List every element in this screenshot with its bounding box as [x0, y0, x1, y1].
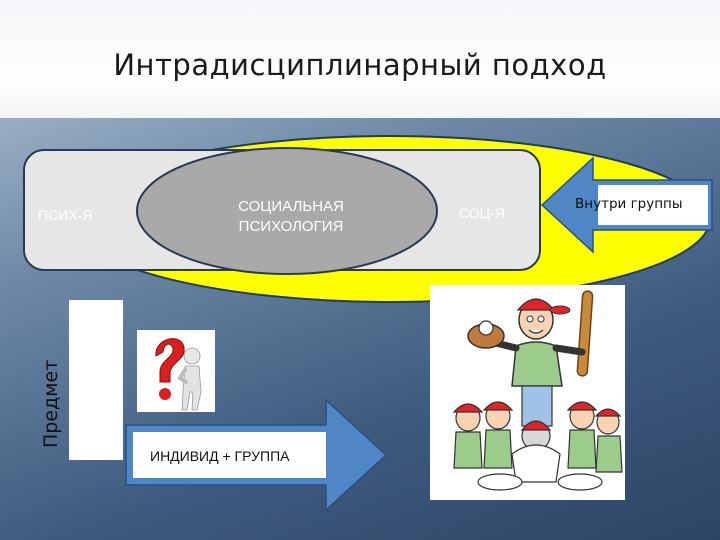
bottom-arrow-label: ИНДИВИД + ГРУППА: [150, 448, 290, 464]
center-ellipse: [136, 147, 438, 275]
left-label-psych: ПСИХ-Я: [38, 207, 93, 223]
center-label-line1: СОЦИАЛЬНАЯ: [238, 198, 344, 215]
baseball-team-illustration: [452, 290, 623, 491]
vertical-label-box: [69, 300, 123, 460]
title-band: [0, 0, 720, 118]
right-label-soc: СОЦ-Я: [459, 205, 505, 221]
center-label-line2: ПСИХОЛОГИЯ: [238, 218, 344, 235]
vertical-label-subject: Предмет: [40, 359, 62, 448]
center-label: СОЦИАЛЬНАЯ ПСИХОЛОГИЯ: [196, 197, 386, 237]
slide-title: Интрадисциплинарный подход: [113, 48, 607, 82]
question-person-icon: [155, 338, 202, 411]
arrow-label-within-group: Внутри группы: [575, 196, 683, 212]
